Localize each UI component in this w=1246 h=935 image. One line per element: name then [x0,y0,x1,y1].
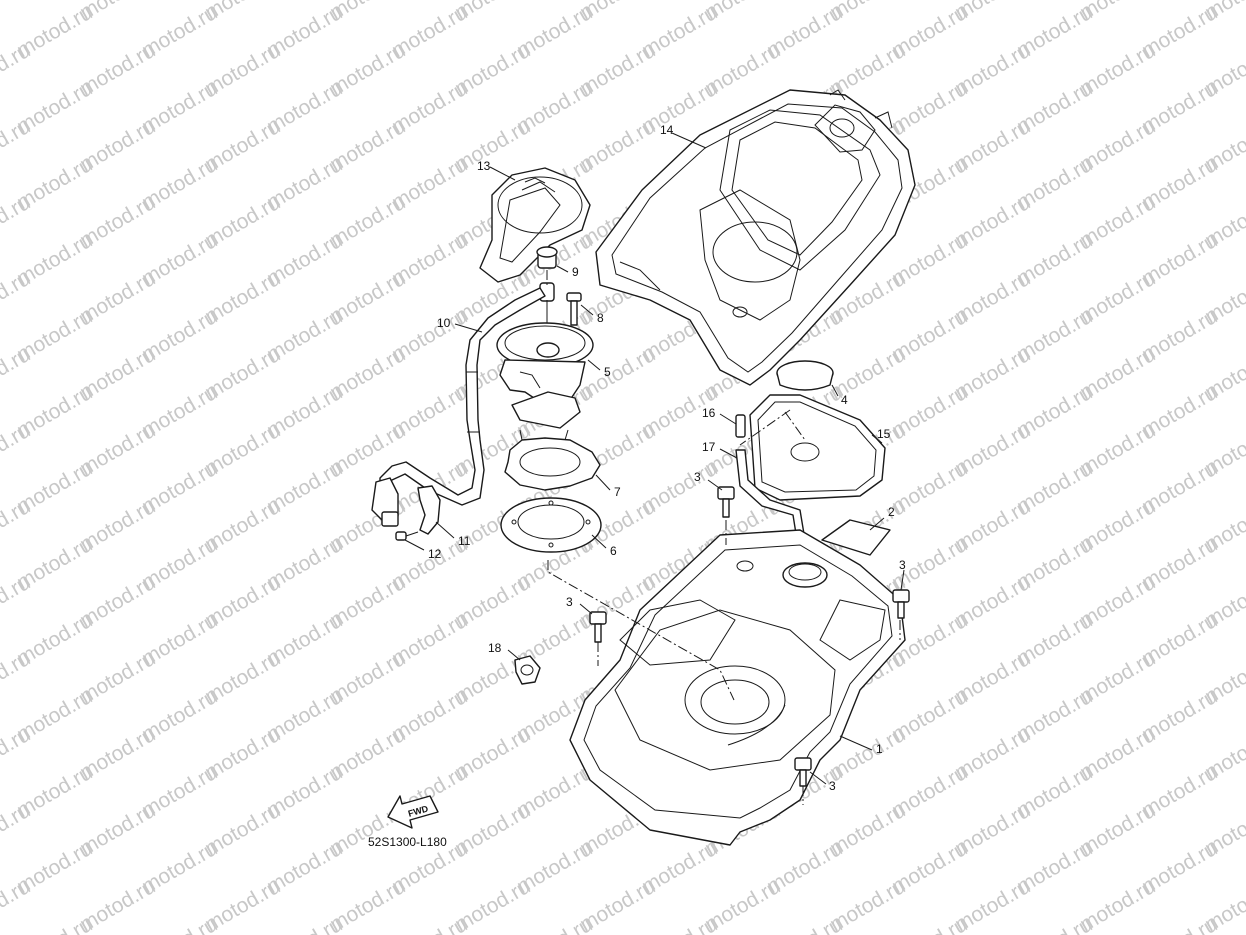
fuel-tank-1 [569,529,906,846]
callout-3c: 3 [566,595,573,609]
callout-17: 17 [702,440,716,454]
gasket-plate-2 [821,519,891,556]
watermark-text: motod.ru [888,913,971,935]
callout-2: 2 [888,505,895,519]
fuel-cap-cover-13 [479,167,591,283]
callout-9: 9 [572,265,579,279]
watermark-text: motod.ru [388,913,471,935]
callout-10: 10 [437,316,451,330]
bolt-3d [794,757,812,787]
fitting-9 [536,246,558,269]
bolt-3b [892,589,910,619]
watermark-text: motod.ru [1138,913,1221,935]
fuel-hose-10 [371,287,546,527]
diagram-code: 52S1300-L180 [368,835,447,849]
callout-15: 15 [877,427,891,441]
callout-18: 18 [488,641,502,655]
watermark-text: motod.ru [0,0,34,24]
center-lines [546,270,901,805]
screw-8 [566,292,582,326]
fwd-arrow: FWD [387,795,439,829]
callout-8: 8 [597,311,604,325]
callout-3b: 3 [899,558,906,572]
callout-6: 6 [610,544,617,558]
watermark-text: motod.ru [1013,913,1096,935]
callout-14: 14 [660,123,674,137]
callout-16: 16 [702,406,716,420]
fuel-pump-5 [496,282,594,429]
bolt-3a [717,486,735,518]
callout-3d: 3 [829,779,836,793]
tank-cover-14 [595,89,916,386]
callout-13: 13 [477,159,491,173]
breather-box-15 [749,394,886,501]
pipe-16 [735,414,746,438]
watermark-text: motod.ru [263,913,346,935]
callout-11: 11 [458,534,471,548]
watermark-text: motod.ru [763,913,846,935]
watermark-text: motod.ru [138,913,221,935]
watermark-text: motod.ru [13,913,96,935]
grommet-4 [776,360,834,391]
retainer-plate-7 [504,429,601,491]
callout-5: 5 [604,365,611,379]
clip-bracket-11 [417,485,441,535]
callout-3a: 3 [694,470,701,484]
hose-clamp-18 [514,655,541,685]
callout-7: 7 [614,485,621,499]
callout-1: 1 [876,742,883,756]
callout-12: 12 [428,547,442,561]
small-bolt-12 [395,531,419,541]
gasket-ring-6 [500,497,602,553]
watermark-text: motod.ru [638,913,721,935]
callout-4: 4 [841,393,848,407]
watermark-text: motod.ru [513,913,596,935]
callout-group: 14 13 9 8 10 5 7 6 11 12 4 16 17 15 3 2 [404,123,906,793]
